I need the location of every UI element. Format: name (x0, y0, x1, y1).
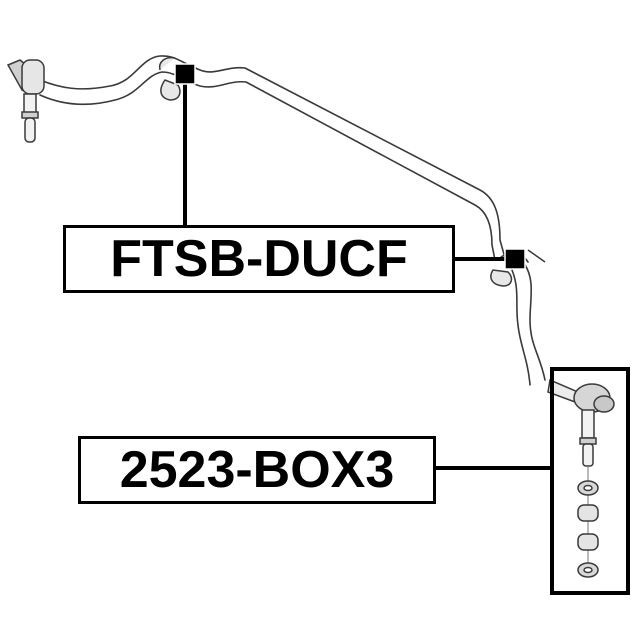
callout-bushing-part-number: FTSB-DUCF (63, 225, 455, 293)
right-end-link-kit (547, 378, 615, 578)
stabilizer-bar (39, 55, 546, 386)
left-bushing (158, 56, 181, 101)
leader-lines (183, 74, 552, 470)
right-bushing (490, 249, 546, 287)
link-kit-bracket (550, 367, 630, 595)
callout-link-part-number: 2523-BOX3 (78, 436, 436, 504)
marker-right-bushing (504, 248, 526, 270)
part-number-text: 2523-BOX3 (119, 441, 395, 499)
left-end-link (6, 59, 45, 143)
part-number-text: FTSB-DUCF (110, 230, 408, 288)
marker-left-bushing (174, 63, 196, 85)
